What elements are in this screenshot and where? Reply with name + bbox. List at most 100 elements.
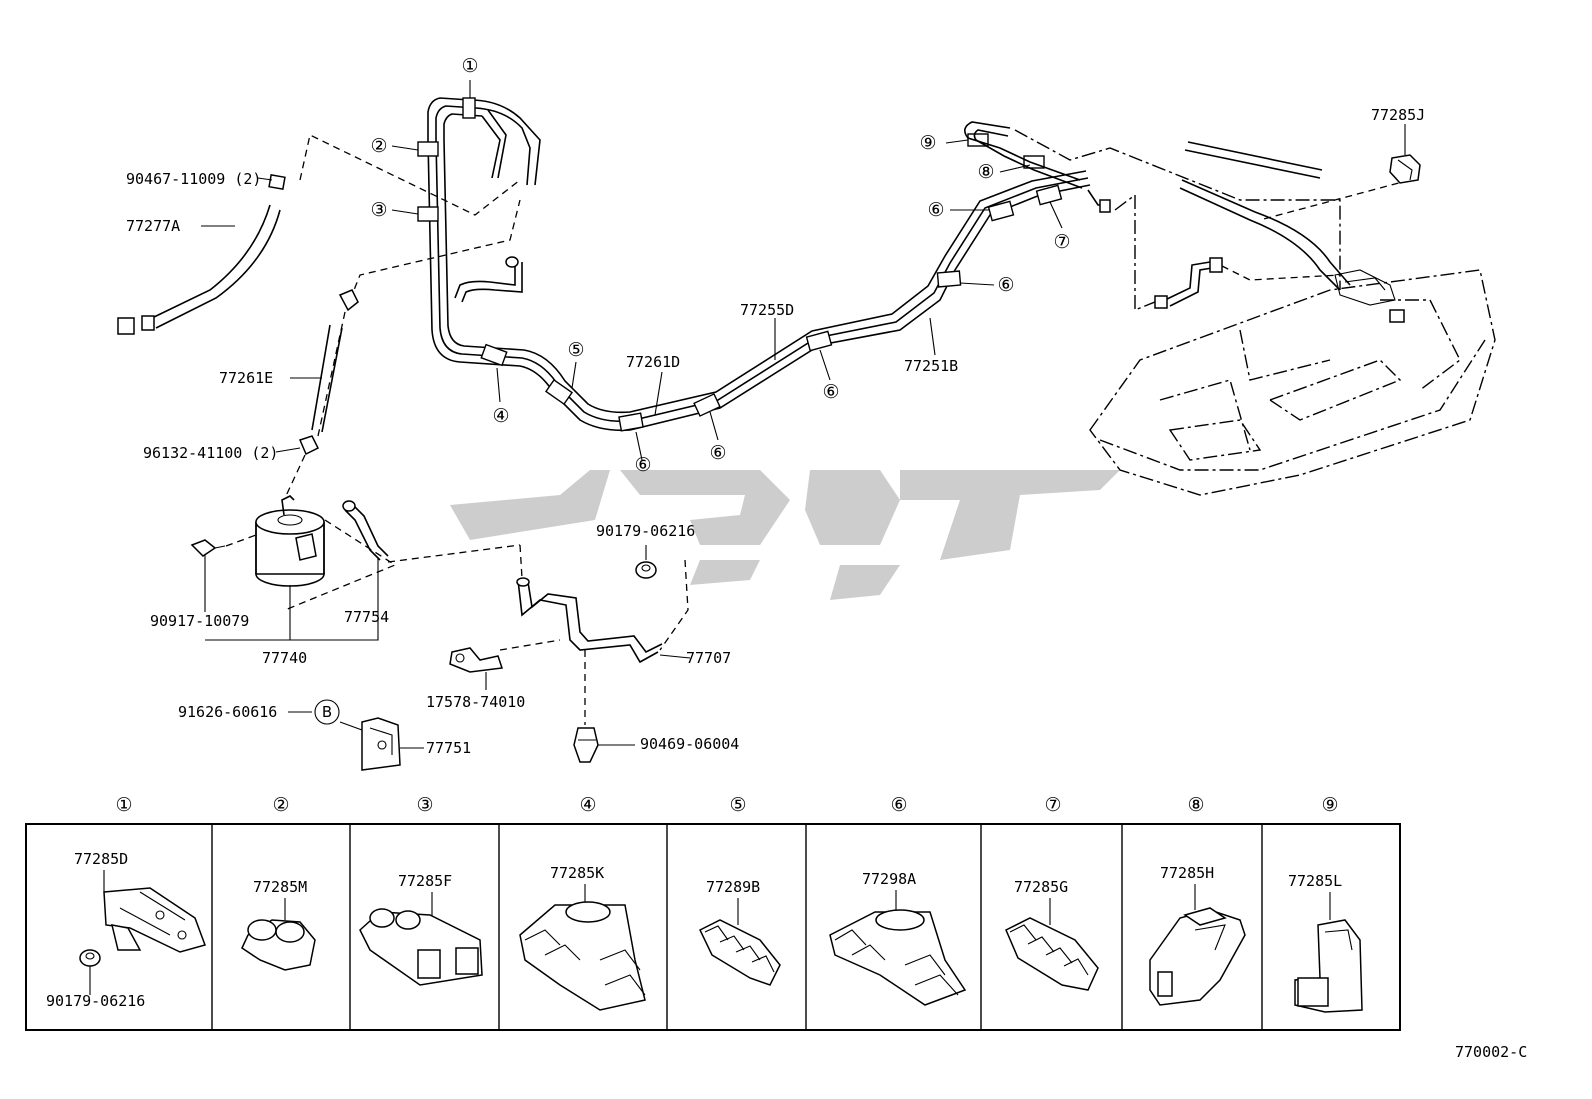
callout-9: ⑨ (919, 132, 936, 154)
legend-drawing-77298A (829, 890, 967, 1006)
legend-drawing-77285F (359, 892, 483, 986)
legend-part-77285M: 77285M (253, 878, 307, 896)
callout-6c: ⑥ (822, 381, 839, 403)
label-77277A: 77277A (126, 217, 180, 235)
clamp-6e (987, 200, 1015, 222)
clamp-bands (417, 97, 1063, 432)
clamp-6a (618, 412, 644, 432)
part-77285J (1389, 154, 1421, 184)
clamp-2 (417, 141, 439, 157)
tank-hose-upper (1184, 149, 1321, 179)
legend-part-77298A: 77298A (862, 870, 916, 888)
clamp-1 (462, 97, 476, 119)
label-90179-06216-top: 90179-06216 (596, 522, 695, 540)
label-77261D: 77261D (626, 353, 680, 371)
legend-header-1: ① (115, 794, 132, 816)
clamp-4 (480, 343, 508, 367)
legend-drawing-77285M (241, 898, 316, 971)
vapor-guide-2 (1114, 193, 1161, 312)
legend-part-77285L: 77285L (1288, 872, 1342, 890)
legend-drawing-77285H (1149, 884, 1246, 1006)
clip-90469-06004 (573, 727, 599, 763)
legend-part-77289B: 77289B (706, 878, 760, 896)
legend-part-77285H: 77285H (1160, 864, 1214, 882)
label-91626-60616: 91626-60616 (178, 703, 277, 721)
label-96132-41100: 96132-41100 (2) (143, 444, 278, 462)
diagram-code: 770002-C (1455, 1043, 1527, 1061)
legend-header-9: ⑨ (1321, 794, 1338, 816)
clamp-6c (805, 330, 833, 352)
hose-77754 (344, 509, 381, 561)
callout-6e: ⑥ (927, 199, 944, 221)
legend-drawing-77289B (699, 898, 781, 986)
tank-pipe (1164, 261, 1211, 301)
nut-90179-top (635, 561, 657, 579)
legend-part-77285D: 77285D (74, 850, 128, 868)
legend-part-77285G: 77285G (1014, 878, 1068, 896)
clamp-3 (417, 206, 439, 222)
fuel-tank (1089, 269, 1496, 496)
legend-header-4: ④ (579, 794, 596, 816)
label-90467-11009: 90467-11009 (2) (126, 170, 261, 188)
part-labels: 90467-11009 (2) 77277A 77261E 96132-4110… (126, 106, 1425, 757)
callout-b-circle (314, 699, 340, 725)
tank-hose-upper-b (1187, 141, 1323, 171)
legend-part-77285K: 77285K (550, 864, 604, 882)
clamp-6d (936, 270, 962, 288)
callout-6b: ⑥ (709, 442, 726, 464)
legend-header-5: ⑤ (729, 794, 746, 816)
guide-hose-1 (299, 134, 521, 216)
clamp-6b (693, 393, 721, 417)
callout-2: ② (370, 135, 387, 157)
callout-6a: ⑥ (634, 454, 651, 476)
clamp-17578-74010 (449, 647, 504, 673)
label-77261E: 77261E (219, 369, 273, 387)
clamp-7 (1035, 184, 1063, 206)
callout-4: ④ (492, 405, 509, 427)
label-77285J: 77285J (1371, 106, 1425, 124)
legend-header-6: ⑥ (890, 794, 907, 816)
leader-lines (201, 80, 1406, 749)
callout-b: B (322, 703, 332, 721)
label-90917-10079: 90917-10079 (150, 612, 249, 630)
callout-7: ⑦ (1053, 231, 1070, 253)
part-90917-10079 (190, 539, 226, 557)
callout-3: ③ (370, 199, 387, 221)
callout-1: ① (461, 55, 478, 77)
label-90469-06004: 90469-06004 (640, 735, 739, 753)
label-77754: 77754 (344, 608, 389, 626)
legend-header-2: ② (272, 794, 289, 816)
guide-hose-2 (349, 199, 521, 301)
callout-8: ⑧ (977, 161, 994, 183)
tank-hose-lower-b (1181, 179, 1351, 286)
legend-header-8: ⑧ (1187, 794, 1204, 816)
label-77751: 77751 (426, 739, 471, 757)
label-77251B: 77251B (904, 357, 958, 375)
legend-drawing-77285L (1294, 892, 1363, 1013)
clamp-5 (544, 378, 574, 406)
callout-5: ⑤ (567, 339, 584, 361)
legend-drawing-77285K (519, 884, 646, 1011)
label-17578-74010: 17578-74010 (426, 693, 525, 711)
pipe-77707 (516, 577, 663, 664)
legend-header-3: ③ (416, 794, 433, 816)
bracket-77751 (361, 717, 401, 771)
label-77255D: 77255D (740, 301, 794, 319)
tank-hose-lower (1179, 187, 1341, 291)
legend-header-7: ⑦ (1044, 794, 1061, 816)
hose-77261E (298, 289, 359, 456)
legend-part-77285F: 77285F (398, 872, 452, 890)
callout-6d: ⑥ (997, 274, 1014, 296)
vapor-guide-1 (1014, 129, 1341, 290)
watermark (450, 470, 1120, 600)
canister-77740 (255, 495, 325, 587)
vapor-line (964, 121, 1111, 213)
clamp-9 (967, 133, 989, 147)
label-77740: 77740 (262, 649, 307, 667)
legend-extra-90179-06216: 90179-06216 (46, 992, 145, 1010)
legend-table: ① ② ③ ④ ⑤ ⑥ ⑦ ⑧ ⑨ 77285D 90179-06216 772… (25, 794, 1401, 1031)
legend-drawing-77285D (79, 870, 206, 995)
label-77707: 77707 (686, 649, 731, 667)
legend-drawing-77285G (1005, 898, 1099, 991)
